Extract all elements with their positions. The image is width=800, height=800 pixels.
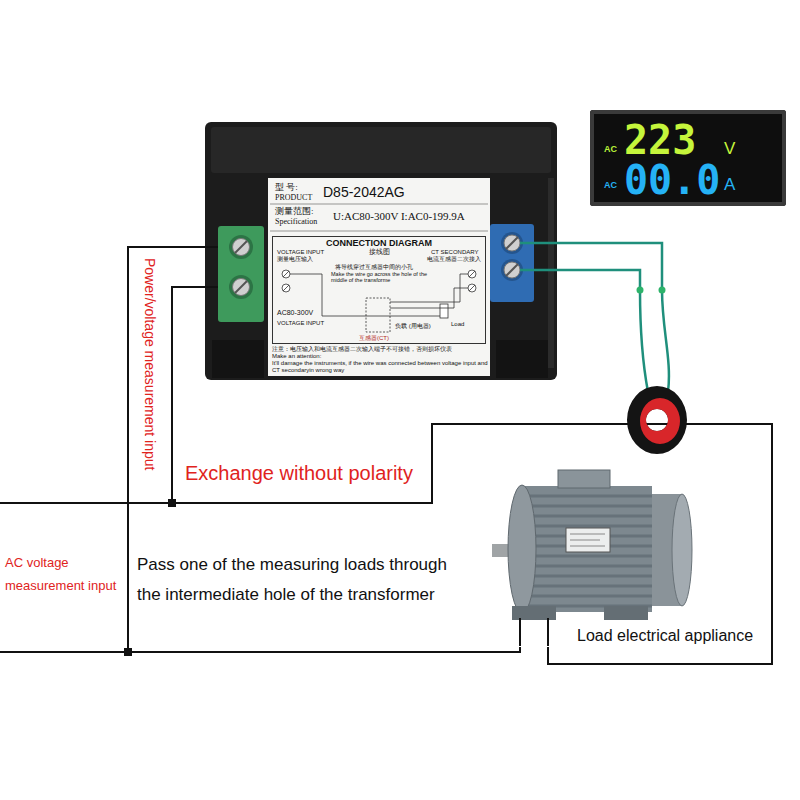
current-reading: 00.0 [624, 160, 720, 200]
unit-symbol: V [724, 140, 735, 157]
motor-end-bell [508, 485, 536, 613]
junction-dot [168, 499, 176, 507]
display-panel: AC 223V AC 00.0A [590, 110, 786, 206]
ct-label: 互感器(CT) [359, 335, 389, 342]
screw-well [501, 259, 523, 281]
terminal-label: CT SECONDARY [431, 249, 478, 256]
screw-slot [506, 237, 518, 249]
model-number: D85-2042AG [323, 184, 405, 201]
junction-dot [637, 287, 644, 294]
housing-foot [496, 340, 548, 378]
schematic-screw [468, 284, 476, 292]
spec-sticker [268, 178, 490, 376]
input-note: AC voltage measurement input [5, 552, 121, 598]
product-label: 型 号: [275, 182, 298, 193]
load-label: Load [451, 321, 464, 328]
ct-terminal [490, 224, 534, 302]
fan-cover-end [672, 494, 692, 606]
motor-foot [512, 606, 556, 620]
ct-core [640, 398, 680, 444]
screw-slot [235, 241, 247, 253]
input-note: Power/voltage measurement input [141, 258, 158, 470]
housing-foot [212, 340, 264, 378]
screw-slot [469, 271, 475, 277]
ct-ring [627, 386, 687, 454]
wire-stub [519, 618, 521, 646]
terminal-box [558, 470, 610, 488]
supply-wire [0, 651, 128, 653]
spec-label: 测量范围: [275, 206, 314, 217]
screw-well [229, 235, 253, 259]
unit-tag: AC [604, 144, 617, 155]
load-motor: Load electrical appliance [482, 462, 772, 647]
warning-note: It'll damage the instruments, if the wir… [272, 360, 488, 374]
screw-well [229, 275, 253, 299]
diagram-heading: CONNECTION DIAGRAM [273, 238, 485, 249]
nameplate-lines [570, 534, 605, 546]
sticker-rule [270, 204, 488, 205]
instruction-note: 将导线穿过互感器中间的小孔 [335, 264, 413, 271]
spec-range: U:AC80-300V I:AC0-199.9A [333, 210, 465, 223]
meter-housing [205, 122, 557, 380]
screw-slot [283, 271, 289, 277]
motor-body [520, 486, 652, 612]
source-label: AC80-300V [277, 309, 313, 317]
terminal-label: VOLTAGE INPUT [277, 249, 324, 256]
load-caption: Load electrical appliance [577, 626, 753, 645]
screw-slot [235, 281, 247, 293]
sticker-rule [270, 231, 488, 232]
instruction-note: Make the wire go across the hole of the … [331, 271, 429, 284]
housing-edge [548, 178, 554, 368]
schematic-screw [282, 284, 290, 292]
nameplate [566, 528, 610, 552]
housing-flange [211, 127, 551, 173]
warning-note: 注意：电压输入和电流互感器二次输入端子不可接错，否则损坏仪表 [272, 346, 488, 353]
schematic-wire [390, 288, 468, 308]
schematic-load [440, 304, 448, 318]
schematic-ct [366, 298, 390, 332]
terminal-screw [233, 239, 250, 256]
voltage-reading: 223 [624, 120, 696, 160]
voltage-terminal [218, 226, 264, 322]
meter-body: 型 号:PRODUCT D85-2042AG 测量范围:Specification U… [205, 122, 557, 380]
cooling-fins [520, 496, 652, 606]
spec-label: Specification [275, 217, 317, 227]
screw-well [501, 232, 523, 254]
terminal-label: 测量电压输入 [277, 256, 313, 263]
screw-slot [469, 285, 475, 291]
junction-dot [659, 287, 666, 294]
unit-symbol: A [724, 176, 735, 193]
screw-slot [283, 285, 289, 291]
motor-foot [604, 606, 648, 620]
ct-lead [520, 243, 669, 392]
warning-note: Make an attention: [272, 353, 321, 360]
wire-stub [547, 618, 549, 646]
schematic-screw [468, 270, 476, 278]
polarity-note: Exchange without polarity [185, 461, 413, 485]
terminal-screw [504, 262, 520, 278]
supply-wire [0, 502, 172, 504]
schematic-screw [282, 270, 290, 278]
terminal-screw [233, 279, 250, 296]
terminal-screw [504, 235, 520, 251]
screw-slot [506, 264, 518, 276]
unit-tag: AC [604, 180, 617, 191]
ct-lead [520, 270, 648, 392]
source-label: VOLTAGE INPUT [277, 320, 324, 327]
load-label: 负载 (用电器) [395, 323, 431, 330]
terminal-label: 电流互感器二次接入 [427, 256, 481, 263]
product-label: PRODUCT [275, 193, 312, 203]
junction-dot [124, 648, 132, 656]
instruction-note: Pass one of the measuring loads through … [137, 550, 472, 610]
connection-diagram-box: CONNECTION DIAGRAM接线图VOLTAGE INPUT测量电压输入… [272, 236, 486, 344]
